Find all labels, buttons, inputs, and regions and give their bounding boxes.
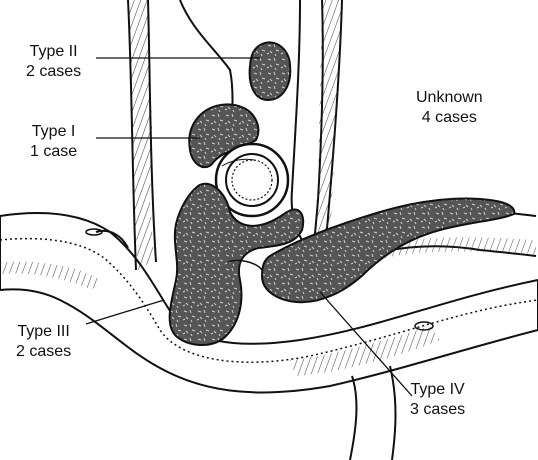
label-type-ii-type: Type II	[26, 42, 81, 62]
label-type-i-type: Type I	[30, 122, 77, 142]
label-type-i-count: 1 case	[30, 142, 77, 162]
label-unknown-count: 4 cases	[416, 108, 483, 128]
label-unknown-type: Unknown	[416, 88, 483, 108]
label-type-ii: Type II 2 cases	[26, 42, 81, 82]
label-type-iii: Type III 2 cases	[16, 322, 71, 362]
type-ii-mass	[250, 42, 291, 100]
label-type-iv-type: Type IV	[410, 380, 465, 400]
label-type-ii-count: 2 cases	[26, 62, 81, 82]
label-type-i: Type I 1 case	[30, 122, 77, 162]
label-type-iii-type: Type III	[16, 322, 71, 342]
label-type-iv-count: 3 cases	[410, 400, 465, 420]
label-type-iv: Type IV 3 cases	[410, 380, 465, 420]
label-type-iii-count: 2 cases	[16, 342, 71, 362]
label-unknown: Unknown 4 cases	[416, 88, 483, 128]
